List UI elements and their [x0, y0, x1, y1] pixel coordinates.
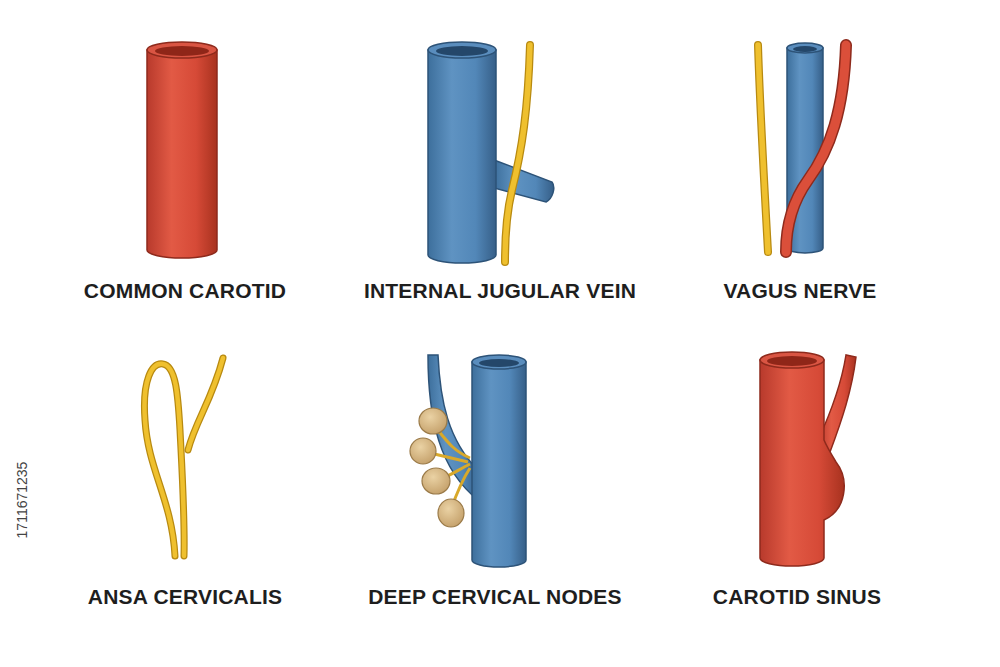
structure-label: ANSA CERVICALIS: [88, 585, 282, 609]
internal-jugular-figure: [428, 42, 554, 263]
structure-label: DEEP CERVICAL NODES: [368, 585, 622, 609]
deep-cervical-nodes-figure: [410, 355, 526, 567]
structure-label: INTERNAL JUGULAR VEIN: [364, 279, 636, 303]
structure-label: CAROTID SINUS: [713, 585, 881, 609]
carotid-sinus-figure: [760, 352, 856, 566]
structure-label: COMMON CAROTID: [84, 279, 286, 303]
watermark-id: 1711671235: [14, 462, 30, 539]
ansa-cervicalis-figure: [144, 358, 223, 556]
common-carotid-figure: [147, 42, 217, 258]
structure-label: VAGUS NERVE: [723, 279, 876, 303]
vagus-nerve-figure: [758, 43, 846, 253]
